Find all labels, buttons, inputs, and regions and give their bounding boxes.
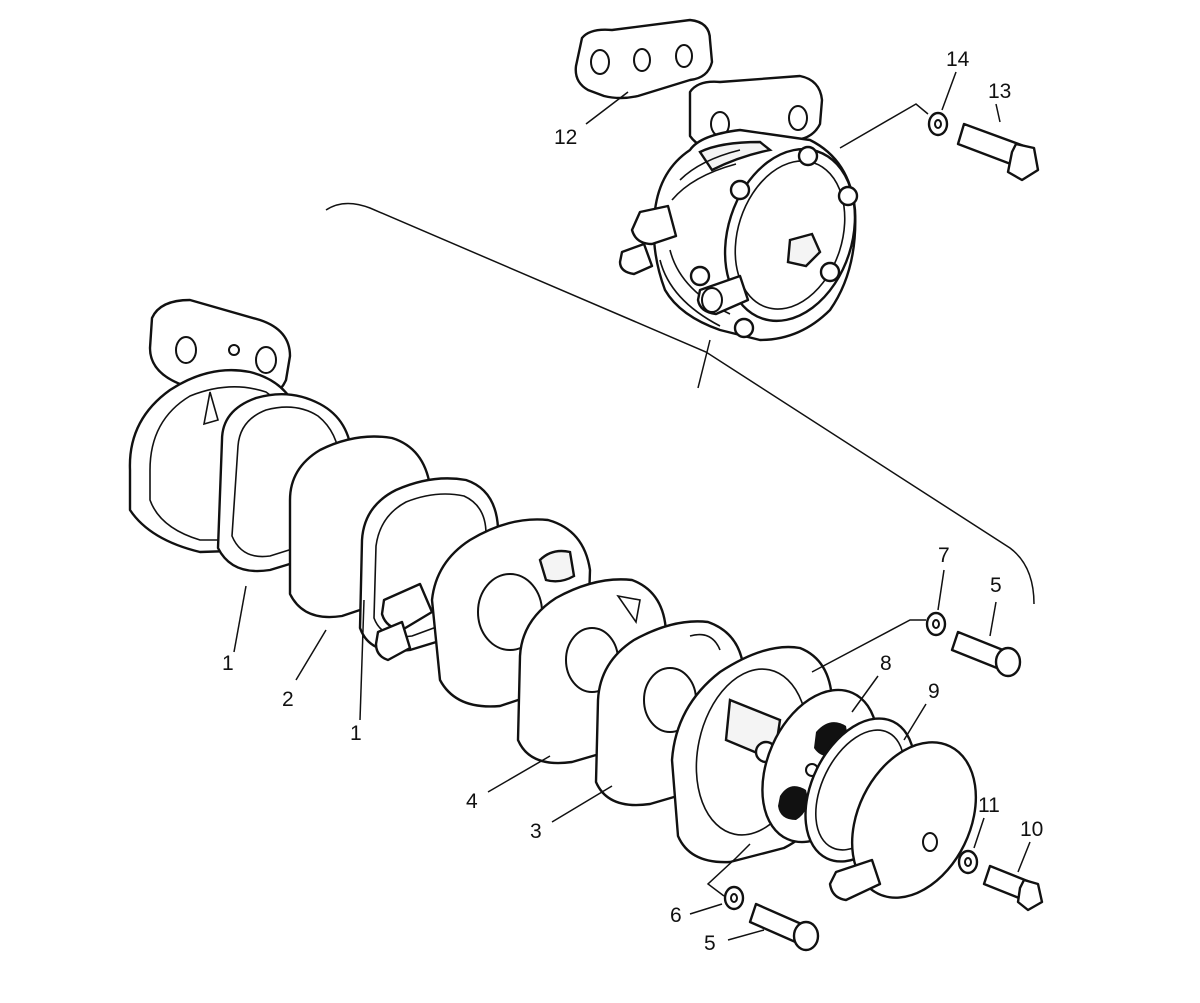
callout-2: 2 [282, 688, 294, 711]
callout-8: 8 [880, 652, 892, 675]
callout-9: 9 [928, 680, 940, 703]
hardware [723, 111, 1044, 952]
callout-6: 6 [670, 904, 682, 927]
callout-5-upper: 5 [990, 574, 1002, 597]
callout-4: 4 [466, 790, 478, 813]
assembled-fuel-pump [574, 18, 859, 342]
leader-lines [233, 71, 1031, 941]
callout-12: 12 [554, 126, 577, 149]
callout-7: 7 [938, 544, 950, 567]
callout-numbers: 1 2 1 4 3 6 5 5 7 8 9 10 11 12 13 14 [222, 48, 1043, 955]
assembly-bracket [325, 202, 1035, 605]
callout-10: 10 [1020, 818, 1043, 841]
callout-5-lower: 5 [704, 932, 716, 955]
outer-cover [828, 741, 978, 902]
callout-13: 13 [988, 80, 1011, 103]
callout-1-left: 1 [222, 652, 234, 675]
callout-3: 3 [530, 820, 542, 843]
bracket-stem [697, 339, 711, 389]
pump-inlet-fitting [630, 204, 678, 246]
callout-14: 14 [946, 48, 970, 71]
callout-1-mid: 1 [350, 722, 362, 745]
callout-11: 11 [978, 794, 1000, 817]
